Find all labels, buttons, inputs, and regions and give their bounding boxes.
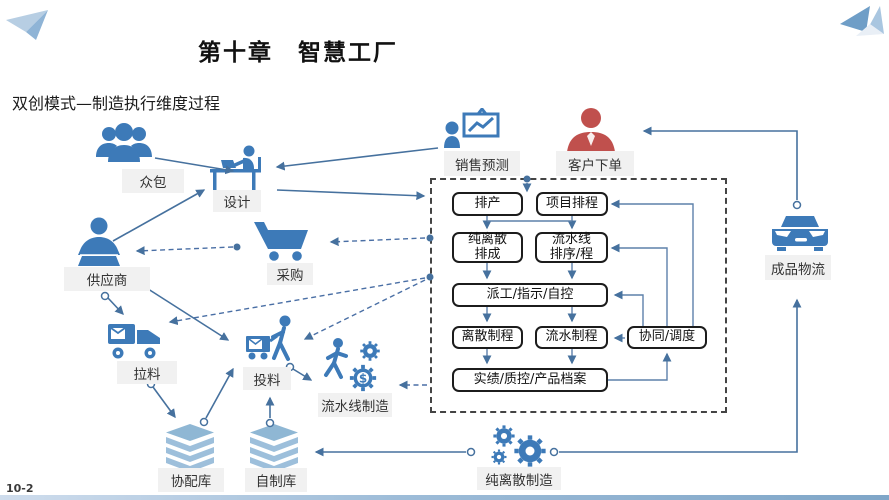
flow-box-text: 流水制程 [545, 329, 598, 345]
dashed-arrow-box-to-feed-material [303, 279, 426, 340]
flow-box-text: 协同/调度 [638, 329, 696, 345]
dashed-arrow-box-to-procurement [329, 237, 426, 247]
node-label-pure-discrete-manufacturing: 纯离散制造 [477, 467, 561, 490]
delivery-truck-icon [108, 324, 160, 359]
flow-box-line-sequencing: 流水线 排序/程 [535, 232, 608, 263]
node-label-feed-material: 投料 [243, 367, 291, 390]
flow-box-coordination: 协同/调度 [627, 326, 707, 349]
presentation-chart-icon [444, 108, 500, 148]
slide-title: 第十章 智慧工厂 [198, 40, 398, 66]
flow-box-discrete-sequencing: 纯离散 排成 [452, 232, 523, 263]
supplier-person-icon [78, 217, 120, 266]
designer-at-desk-icon [210, 145, 261, 191]
arrow-design-to-scheduling [276, 189, 426, 201]
paper-plane-decoration [840, 6, 884, 36]
warehouse-stack-icon [166, 424, 214, 472]
node-label-finished-goods-logistics: 成品物流 [765, 255, 831, 280]
flow-box-text: 排序/程 [549, 246, 594, 262]
warehouse-stack-icon [250, 424, 298, 472]
flow-box-records: 实绩/质控/产品档案 [452, 368, 608, 392]
shopping-cart-icon [254, 222, 308, 261]
flow-box-dispatch: 派工/指示/自控 [452, 283, 608, 307]
svg-text:$: $ [359, 372, 367, 386]
node-label-pull-material: 拉料 [117, 361, 177, 384]
dashed-arrow-procurement-to-supplier [135, 246, 234, 256]
arrow-pull-to-coordination-warehouse [152, 386, 176, 419]
node-label-coordination-warehouse: 协配库 [158, 468, 224, 492]
flow-box-project-scheduling: 项目排程 [536, 192, 608, 216]
node-label-sales-forecast: 销售预测 [444, 151, 520, 176]
gears-icon [490, 424, 550, 472]
flow-box-text: 排成 [474, 246, 501, 262]
node-label-crowdsourcing: 众包 [122, 169, 184, 193]
flow-box-discrete-process: 离散制程 [452, 326, 523, 349]
node-label-customer-order: 客户下单 [556, 151, 634, 176]
node-label-self-made-warehouse: 自制库 [245, 468, 307, 492]
flow-box-text: 实绩/质控/产品档案 [473, 371, 587, 387]
page-number: 10-2 [6, 482, 34, 495]
node-label-procurement: 采购 [267, 263, 313, 285]
arrow-coordination-warehouse-to-feed [205, 367, 234, 419]
node-label-line-manufacturing: 流水线制造 [318, 393, 392, 417]
customer-person-icon [567, 108, 615, 152]
arrow-supplier-to-pull-material [107, 297, 124, 315]
arrow-feed-to-line-manufacturing [292, 368, 313, 381]
arrow-supplier-to-design [112, 189, 206, 242]
flow-box-text: 项目排程 [545, 195, 598, 211]
slide-subtitle: 双创模式—制造执行维度过程 [12, 94, 221, 113]
flow-box-text: 流水线 [551, 231, 591, 247]
paper-plane-decoration [6, 10, 48, 40]
flow-box-scheduling: 排产 [452, 192, 523, 216]
flow-box-text: 离散制程 [461, 329, 514, 345]
flow-box-text: 排产 [474, 195, 501, 211]
slide-footer-bar [0, 495, 889, 500]
car-icon [772, 216, 828, 251]
node-label-design: 设计 [213, 190, 261, 212]
flow-box-flow-process: 流水制程 [535, 326, 608, 349]
flow-box-text: 派工/指示/自控 [486, 286, 574, 302]
arrow-forecast-to-design [275, 147, 439, 171]
worker-gears-icon: $ [324, 338, 382, 394]
cart-pusher-icon [246, 315, 291, 361]
people-group-icon [96, 123, 152, 162]
node-label-supplier: 供应商 [64, 267, 150, 291]
flow-box-text: 纯离散 [467, 231, 507, 247]
